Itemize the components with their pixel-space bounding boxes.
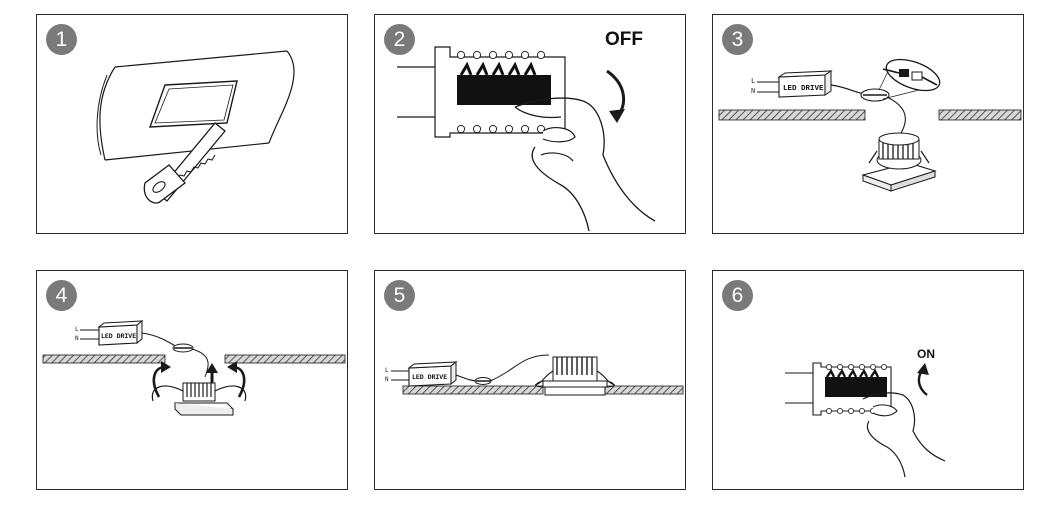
- breaker-on-illustration: ON: [785, 347, 946, 478]
- step-badge-5: 5: [384, 280, 415, 311]
- step-badge-6: 6: [722, 280, 753, 311]
- installed-light-illustration: L N LED DRIVE: [385, 354, 684, 396]
- spring-clip-insert-illustration: L N LED DRIVE: [42, 319, 346, 416]
- step-6-panel: 6 ON: [712, 270, 1024, 490]
- wire-l-label: L: [385, 367, 389, 374]
- wire-n-label: N: [751, 88, 755, 96]
- wire-n-label: N: [75, 335, 79, 342]
- wiring-connection-illustration: L N LED DRIVE: [718, 58, 1022, 192]
- on-label: ON: [917, 347, 935, 361]
- step-2-panel: 2 OFF: [374, 14, 686, 234]
- led-drive-label: LED DRIVE: [783, 85, 824, 93]
- step-5-panel: 5 L N LED DRIVE: [374, 270, 686, 490]
- step-3-panel: 3 L N LED DRIVE: [712, 14, 1024, 234]
- wire-l-label: L: [75, 326, 79, 333]
- wire-n-label: N: [385, 376, 389, 383]
- step-badge-3: 3: [722, 24, 753, 55]
- breaker-off-illustration: OFF: [397, 29, 656, 232]
- step-badge-4: 4: [46, 280, 77, 311]
- off-label: OFF: [605, 29, 643, 50]
- step-4-panel: 4 L N LED DRIVE: [36, 270, 348, 490]
- step-badge-1: 1: [46, 24, 77, 55]
- wire-l-label: L: [751, 78, 755, 86]
- led-drive-label: LED DRIVE: [101, 333, 136, 340]
- step-badge-2: 2: [384, 24, 415, 55]
- ceiling-cut-illustration: [96, 50, 295, 204]
- step-1-panel: 1: [36, 14, 348, 234]
- led-drive-label: LED DRIVE: [412, 374, 447, 381]
